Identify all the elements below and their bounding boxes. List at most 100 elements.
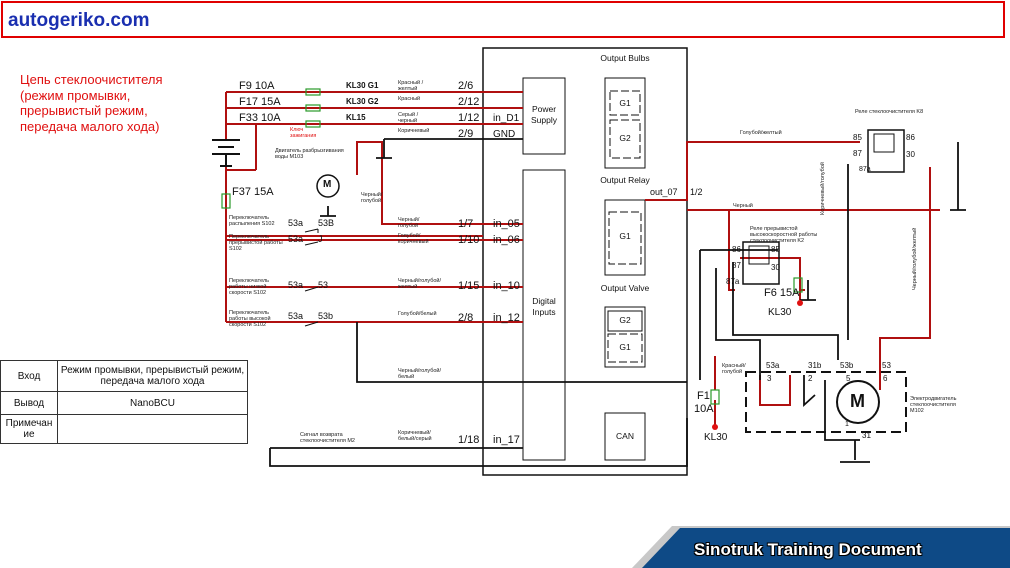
- wire-color: Серый / черный: [398, 112, 419, 124]
- pin-label: 2/12: [458, 96, 480, 108]
- wiper-motor-housing: [745, 371, 907, 433]
- motor-pin: 2: [808, 374, 813, 383]
- switch-from: 53a: [288, 280, 304, 290]
- title-line: передача малого хода): [20, 118, 160, 134]
- signal-label: in_10: [493, 280, 520, 292]
- pin-label: 87: [853, 149, 862, 158]
- wire-color: Коричневый/голубой: [820, 162, 826, 215]
- switch-from: 53a: [288, 311, 304, 321]
- digital-inputs-block: [522, 169, 566, 461]
- pin-label: 30: [906, 150, 915, 159]
- switch-to: 53B: [318, 218, 335, 228]
- washer-motor-icon: [316, 174, 340, 198]
- wire-color: Голубой/белый: [398, 311, 437, 317]
- info-table: Вход Режим промывки, прерывистый режим, …: [0, 360, 248, 444]
- signal-label: GND: [493, 129, 516, 140]
- wiper-motor-label: Электродвигатель стеклоочистителя M102: [910, 396, 957, 414]
- wire-color: Красный/голубой: [722, 363, 746, 375]
- pin-label: 1/7: [458, 218, 474, 230]
- table-value: Режим промывки, прерывистый режим, перед…: [57, 360, 248, 392]
- power-supply-block: [522, 77, 566, 155]
- switch-from: 53a: [288, 234, 304, 244]
- f1-terminal: KL30: [704, 432, 728, 443]
- motor-term: 31: [862, 431, 871, 440]
- table-row: Вход Режим промывки, прерывистый режим, …: [0, 360, 248, 392]
- battery-icon: [212, 139, 240, 167]
- wire-color: Черный/голубой/желтый: [398, 278, 442, 290]
- signal-label: in_D1: [493, 113, 520, 124]
- g2-label: G2: [619, 315, 631, 325]
- pin-label: 1/12: [458, 112, 480, 124]
- bulb-g2: [609, 119, 641, 159]
- g2-label: G2: [619, 133, 631, 143]
- wire-color: Черный/голубой: [361, 192, 383, 204]
- banner-text: Sinotruk Training Document: [694, 540, 922, 559]
- relay-g1: [608, 211, 642, 265]
- motor-term: 31b: [808, 361, 822, 370]
- table-key: Вход: [0, 360, 58, 392]
- motor-pin: 3: [767, 374, 772, 383]
- wire-color: Черный/голубой: [398, 217, 420, 229]
- fuse-icon: [305, 88, 321, 96]
- relay-k2: [742, 241, 780, 285]
- switch-to: J: [318, 234, 323, 244]
- f37-label: F37 15A: [232, 186, 274, 198]
- out-signal-label: out_07: [650, 187, 678, 197]
- pin-label: 87a: [726, 277, 740, 286]
- fuse-label: F33 10A: [239, 112, 281, 124]
- fuse-icon: [221, 193, 231, 209]
- wire-color: Коричневый/белый/серый: [398, 430, 432, 442]
- park-signal-label: Сигнал возврата стеклоочистителя M2: [300, 432, 355, 444]
- fuse-icon: [305, 120, 321, 128]
- signal-label: in_12: [493, 312, 520, 324]
- output-bulbs-block: [604, 77, 646, 169]
- power-supply-label: Power Supply: [531, 104, 557, 125]
- relay-k2-coil: [748, 245, 770, 265]
- output-valve-label: Output Valve: [600, 283, 650, 293]
- site-name[interactable]: autogeriko.com: [8, 10, 150, 31]
- output-relay-label: Output Relay: [600, 175, 650, 185]
- switch-label: Переключатель работы высокой скорости S1…: [229, 310, 271, 328]
- output-valve-block: [604, 306, 646, 368]
- bulb-g1: [609, 90, 641, 116]
- pin-label: 30: [771, 263, 780, 272]
- title-line: (режим промывки,: [20, 87, 131, 103]
- washer-motor-symbol: M: [323, 179, 332, 190]
- f6-terminal: KL30: [768, 307, 792, 318]
- pin-label: 2/6: [458, 80, 474, 92]
- valve-g2: [607, 310, 643, 332]
- relay-k8-label: Реле стеклоочистителя K8: [855, 109, 924, 115]
- wiper-motor-icon: [836, 380, 880, 424]
- wire-color: Черный/голубой/желтый: [912, 227, 918, 290]
- switch-to: 53b: [318, 311, 334, 321]
- kl30-terminal-icon: [797, 300, 803, 306]
- switch-to: 53: [318, 280, 329, 290]
- digital-inputs-label: Digital Inputs: [532, 296, 556, 317]
- fuse-icon: [305, 104, 321, 112]
- pin-label: 86: [906, 133, 915, 142]
- relay-k2-label: Реле прерывистой высокоскоростной работы…: [750, 226, 818, 244]
- signal-label: in_06: [493, 234, 520, 246]
- terminal-label: KL30 G1: [346, 81, 379, 90]
- wire-color: Красный / желтый: [398, 80, 424, 92]
- can-block: [604, 412, 646, 461]
- ignition-key-label: Ключ зажигания: [290, 127, 317, 139]
- wire-color: Коричневый: [398, 128, 430, 134]
- out-pin-label: 1/2: [690, 187, 703, 197]
- switch-label: Переключатель прерывистой работы S102: [229, 234, 283, 252]
- motor-term: 53b: [840, 361, 854, 370]
- switch-from: 53a: [288, 218, 304, 228]
- fuse-icon: [710, 389, 720, 405]
- pin-label: 86: [732, 245, 741, 254]
- terminal-label: KL30 G2: [346, 97, 379, 106]
- table-key: Примечание: [0, 414, 58, 444]
- g1-label: G1: [619, 231, 631, 241]
- table-value: NanoBCU: [57, 391, 248, 415]
- title-line: Цепь стеклоочистителя: [20, 72, 163, 87]
- fuse-label: F17 15A: [239, 96, 281, 108]
- pin-label: 85: [853, 133, 862, 142]
- table-key: Вывод: [0, 391, 58, 415]
- pin-label: 1/10: [458, 234, 480, 246]
- fuse-icon: [793, 277, 803, 293]
